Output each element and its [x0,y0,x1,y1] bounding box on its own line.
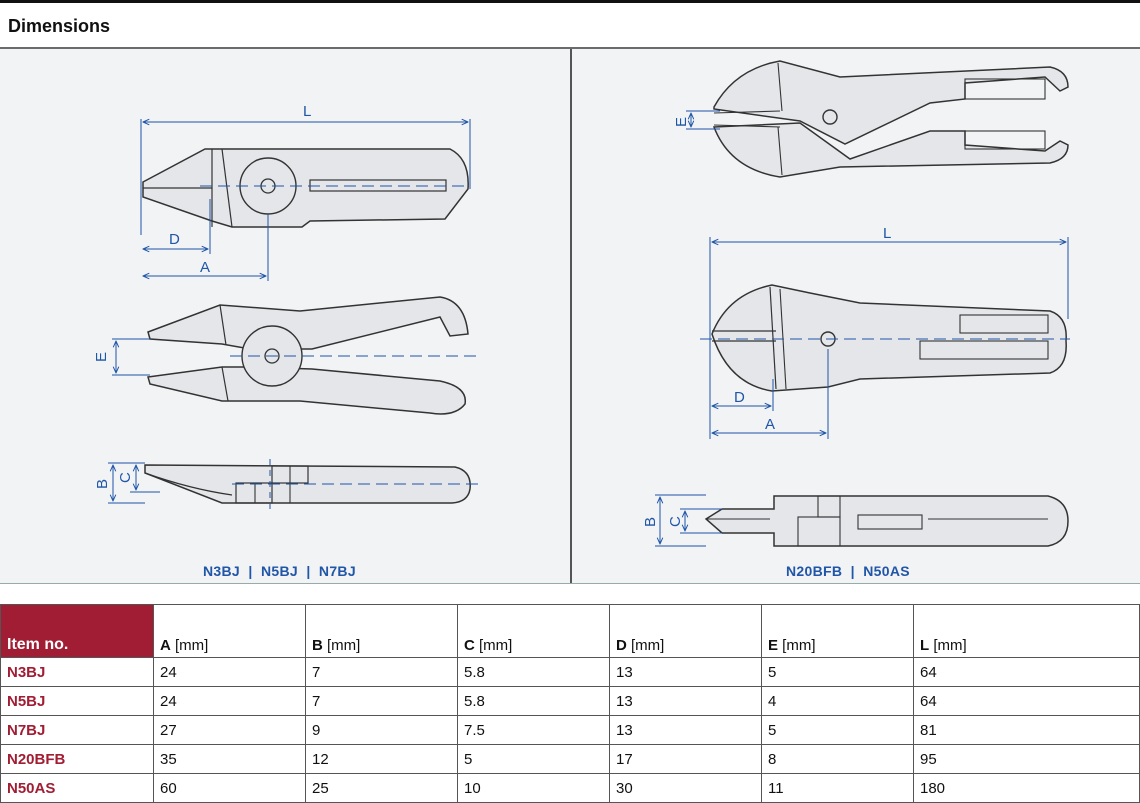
header-l: L [mm] [913,604,1140,658]
cell-e: 5 [761,715,914,745]
cell-b: 7 [305,686,458,716]
cell-d: 30 [609,773,762,803]
table-row: N7BJ 27 9 7.5 13 5 81 [0,715,1140,745]
right-drawing-open-view: E [673,60,1069,178]
header-d: D [mm] [609,604,762,658]
cell-l: 180 [913,773,1140,803]
table-row: N20BFB 35 12 5 17 8 95 [0,744,1140,774]
cell-item-no: N7BJ [0,715,154,745]
cell-c: 5.8 [457,686,610,716]
table-header-row: Item no. A [mm] B [mm] C [mm] D [mm] E [… [0,604,1140,658]
right-drawing-caption: N20BFB | N50AS [786,563,910,579]
cell-item-no: N5BJ [0,686,154,716]
cell-d: 13 [609,715,762,745]
panel-divider [570,49,572,583]
cell-e: 4 [761,686,914,716]
header-b: B [mm] [305,604,458,658]
table-row: N50AS 60 25 10 30 11 180 [0,773,1140,803]
cell-d: 13 [609,657,762,687]
dim-label-L-left: L [303,103,311,120]
cell-l: 64 [913,657,1140,687]
cell-d: 17 [609,744,762,774]
cell-b: 9 [305,715,458,745]
cell-e: 11 [761,773,914,803]
dim-label-C-left: C [117,472,134,483]
left-drawing-top-view: L D A [140,103,471,281]
cell-b: 12 [305,744,458,774]
dim-label-B-left: B [94,479,111,489]
cell-c: 5.8 [457,657,610,687]
cell-a: 35 [153,744,306,774]
cell-item-no: N20BFB [0,744,154,774]
header-a: A [mm] [153,604,306,658]
cell-l: 95 [913,744,1140,774]
cell-e: 8 [761,744,914,774]
cell-item-no: N50AS [0,773,154,803]
dim-label-E-left: E [93,352,110,362]
dim-label-L-right: L [883,225,891,242]
section-title: Dimensions [8,16,111,36]
cell-l: 64 [913,686,1140,716]
cell-c: 5 [457,744,610,774]
cell-a: 60 [153,773,306,803]
table-row: N3BJ 24 7 5.8 13 5 64 [0,657,1140,687]
table-row: N5BJ 24 7 5.8 13 4 64 [0,686,1140,716]
dim-label-A-right: A [765,416,775,433]
left-drawing-open-view: E [93,296,478,415]
left-drawing-side-view: B C [94,459,478,509]
technical-drawings: L D A E [93,60,1070,547]
header-e: E [mm] [761,604,914,658]
cell-a: 24 [153,657,306,687]
right-drawing-top-view: L D A [700,225,1070,439]
dimensions-table: Item no. A [mm] B [mm] C [mm] D [mm] E [… [0,604,1140,803]
cell-b: 25 [305,773,458,803]
dim-label-B-right: B [642,517,659,527]
cell-b: 7 [305,657,458,687]
cell-e: 5 [761,657,914,687]
right-drawing-side-view: B C [642,494,1069,547]
cell-item-no: N3BJ [0,657,154,687]
cell-d: 13 [609,686,762,716]
dim-label-D-right: D [734,389,745,406]
dim-label-C-right: C [667,516,684,527]
left-drawing-caption: N3BJ | N5BJ | N7BJ [203,563,356,579]
cell-l: 81 [913,715,1140,745]
cell-a: 27 [153,715,306,745]
cell-c: 10 [457,773,610,803]
header-c: C [mm] [457,604,610,658]
drawing-area-bottom-rule [0,583,1140,584]
cell-a: 24 [153,686,306,716]
dim-label-E-right: E [673,117,690,127]
title-rule [0,47,1140,49]
dim-label-D-left: D [169,231,180,248]
header-item-no: Item no. [0,604,154,658]
dim-label-A-left: A [200,259,210,276]
cell-c: 7.5 [457,715,610,745]
top-rule [0,0,1140,3]
